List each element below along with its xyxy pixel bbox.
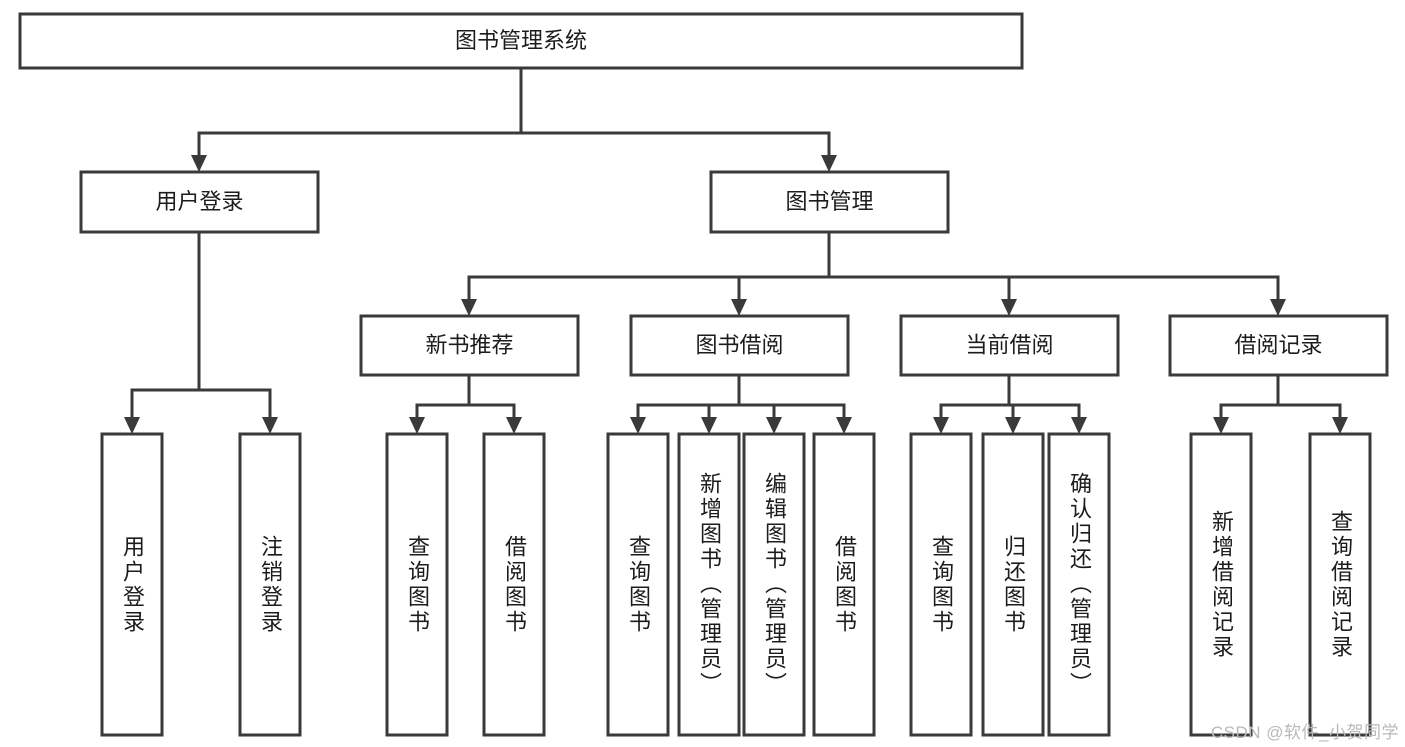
arrow-head-icon (191, 155, 207, 172)
arrow-head-icon (1332, 417, 1348, 434)
node-box-leaf-logout-login[interactable] (238, 432, 302, 737)
arrow-head-icon (821, 155, 837, 172)
arrow-head-icon (1071, 417, 1087, 434)
node-box-leaf-query-book-1[interactable] (385, 432, 449, 737)
node-label-root: 图书管理系统 (455, 28, 587, 53)
arrow-head-icon (731, 299, 747, 316)
connector-layer (124, 66, 1348, 434)
node-box-borrow-record[interactable] (1168, 314, 1389, 377)
arrow-head-icon (1270, 299, 1286, 316)
node-label-book-borrow: 图书借阅 (695, 332, 783, 357)
node-box-leaf-return-book[interactable] (981, 432, 1045, 737)
node-label-current-borrow: 当前借阅 (965, 332, 1053, 357)
arrow-head-icon (461, 299, 477, 316)
box-layer (18, 12, 1389, 737)
arrow-head-icon (630, 417, 646, 434)
arrow-head-icon (506, 417, 522, 434)
node-box-leaf-confirm-return[interactable] (1047, 432, 1111, 737)
node-label-user-login: 用户登录 (155, 189, 243, 214)
arrow-head-icon (1001, 299, 1017, 316)
node-label-book-manage: 图书管理 (785, 189, 873, 214)
node-label-new-book-recommend: 新书推荐 (425, 332, 513, 357)
node-box-book-borrow[interactable] (629, 314, 850, 377)
node-box-leaf-user-login[interactable] (100, 432, 164, 737)
node-box-leaf-query-book-3[interactable] (909, 432, 973, 737)
node-box-leaf-borrow-book-2[interactable] (812, 432, 876, 737)
arrow-head-icon (409, 417, 425, 434)
node-box-leaf-query-book-2[interactable] (606, 432, 670, 737)
arrow-head-icon (262, 417, 278, 434)
node-box-leaf-query-record[interactable] (1308, 432, 1372, 737)
arrow-head-icon (701, 417, 717, 434)
node-box-leaf-edit-book[interactable] (742, 432, 806, 737)
node-box-user-login[interactable] (79, 170, 320, 234)
arrow-head-icon (1005, 417, 1021, 434)
node-box-current-borrow[interactable] (899, 314, 1120, 377)
arrow-head-icon (766, 417, 782, 434)
node-label-borrow-record: 借阅记录 (1234, 332, 1322, 357)
arrow-head-icon (933, 417, 949, 434)
node-box-root[interactable] (18, 12, 1024, 70)
arrow-head-icon (836, 417, 852, 434)
node-box-leaf-borrow-book-1[interactable] (482, 432, 546, 737)
node-box-leaf-add-record[interactable] (1189, 432, 1253, 737)
node-box-leaf-add-book[interactable] (677, 432, 741, 737)
node-box-new-book-recommend[interactable] (359, 314, 580, 377)
csdn-watermark: CSDN @软件_小贺同学 (1210, 723, 1399, 742)
node-box-book-manage[interactable] (709, 170, 950, 234)
arrow-head-icon (1213, 417, 1229, 434)
arrow-head-icon (124, 417, 140, 434)
